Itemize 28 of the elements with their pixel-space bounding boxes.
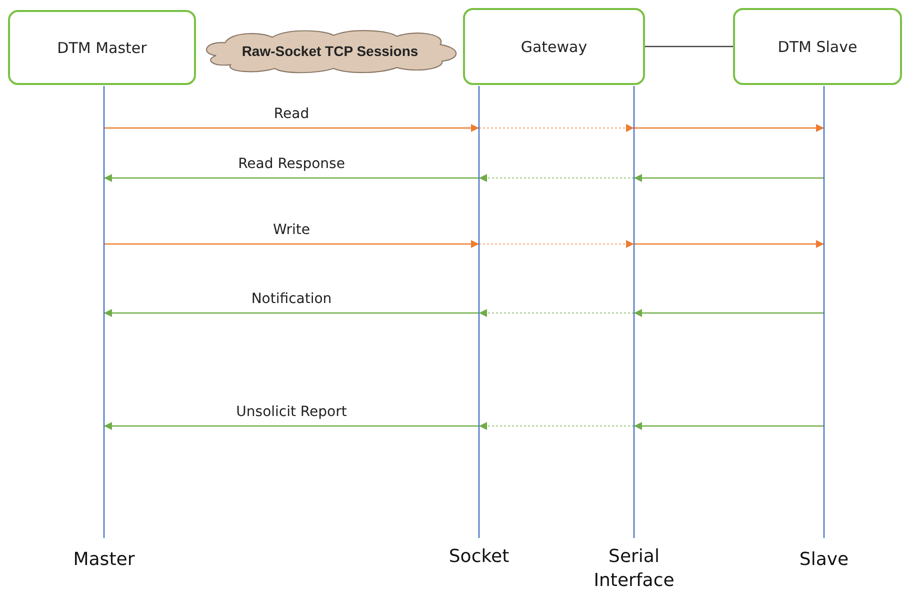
message-arrow: [634, 309, 824, 317]
message-arrow: [104, 309, 479, 317]
connector-line: [645, 46, 733, 48]
message-arrow: [634, 240, 824, 248]
message-arrow: [479, 124, 634, 132]
message-arrow: [104, 174, 479, 182]
participant-box: DTM Slave: [733, 8, 902, 85]
message-arrow: [634, 124, 824, 132]
message-arrow: [634, 422, 824, 430]
message-arrow: [479, 309, 634, 317]
message-arrow: [104, 124, 479, 132]
message-arrow: [479, 174, 634, 182]
participant-box: DTM Master: [8, 10, 196, 85]
message-arrow: [479, 240, 634, 248]
edge-label: Write: [273, 222, 310, 238]
edge-label: Read: [274, 106, 310, 122]
lifeline-label: Serial Interface: [592, 545, 676, 593]
message-arrow: [479, 422, 634, 430]
message-arrow: [104, 422, 479, 430]
participant-box: Gateway: [463, 8, 645, 85]
edge-label: Notification: [251, 291, 332, 307]
lifeline-label: Socket: [448, 545, 510, 569]
lifeline-label: Master: [72, 548, 136, 572]
edge-label: Read Response: [238, 156, 345, 172]
edge-label: Unsolicit Report: [236, 404, 347, 420]
message-arrow: [104, 240, 479, 248]
message-arrow: [634, 174, 824, 182]
lifeline-label: Slave: [798, 548, 850, 572]
